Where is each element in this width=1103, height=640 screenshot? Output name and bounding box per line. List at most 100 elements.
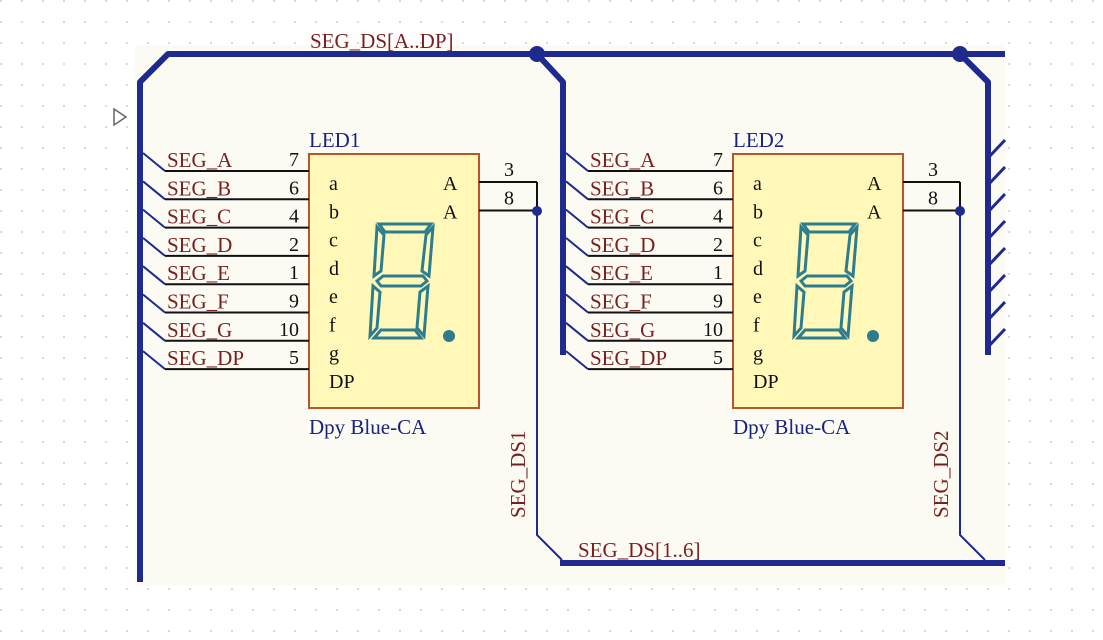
pin-number: 9: [713, 291, 723, 313]
bus-seg-ds-a-dp[interactable]: [137, 51, 1005, 582]
display-segment: [370, 328, 424, 340]
net-label: SEG_C: [167, 205, 231, 229]
pin-name: A: [867, 202, 882, 224]
bus-entry: [565, 237, 589, 257]
digit-net-label: SEG_DS1: [506, 430, 530, 518]
bus-entry: [986, 273, 1007, 295]
net-label: SEG_F: [167, 290, 229, 314]
bus-entry: [565, 350, 589, 370]
net-label: SEG_DP: [590, 346, 667, 370]
bus-entry: [142, 237, 166, 257]
bus-branch-led2[interactable]: [534, 51, 566, 355]
display-segment: [368, 282, 382, 341]
pin-name: f: [329, 315, 336, 337]
pin-name: A: [867, 173, 882, 195]
display-decimal-point: [443, 330, 455, 342]
net-label: SEG_E: [590, 261, 653, 285]
pin-number: 1: [713, 262, 723, 284]
pin-name: g: [753, 343, 763, 365]
pin-name: e: [329, 286, 338, 308]
pin-number: 4: [289, 206, 299, 228]
bus-entry: [986, 138, 1007, 160]
bus-entry: [986, 246, 1007, 268]
net-label: SEG_C: [590, 205, 654, 229]
pin-name: b: [753, 201, 763, 223]
pin-number: 5: [289, 347, 299, 369]
net-label: SEG_A: [167, 148, 233, 172]
component-body[interactable]: [308, 153, 480, 409]
digit-net-label: SEG_DS2: [929, 430, 953, 518]
display-segment: [839, 282, 854, 340]
pin-name: A: [443, 202, 458, 224]
display-segment: [844, 222, 859, 279]
display-segment: [372, 223, 386, 280]
bus-entry: [142, 322, 166, 342]
comment-label: Dpy Blue-CA: [733, 415, 851, 439]
bus-entry: [986, 219, 1007, 241]
pin-number: 5: [713, 347, 723, 369]
bus-label-bottom: SEG_DS[1..6]: [578, 538, 701, 562]
pin-number: 3: [504, 159, 514, 181]
net-label: SEG_B: [167, 176, 231, 200]
bus-entry: [565, 322, 589, 342]
pin-number: 2: [713, 234, 723, 256]
pin-name: f: [753, 315, 760, 337]
bus-junction: [952, 46, 968, 62]
pin-name: e: [753, 286, 762, 308]
pin-number: 10: [279, 319, 299, 341]
display-segment: [415, 282, 430, 340]
pin-name: DP: [753, 371, 779, 393]
designator-label: LED1: [309, 128, 360, 152]
pin-number: 8: [928, 188, 938, 210]
pin-number: 1: [289, 262, 299, 284]
display-segment: [794, 328, 848, 340]
display-segment: [796, 223, 810, 280]
pin-name: a: [753, 173, 762, 195]
bus-entry: [565, 265, 589, 285]
digit-wire[interactable]: [536, 211, 563, 561]
bus-entry: [986, 192, 1007, 214]
pin-number: 3: [928, 159, 938, 181]
pin-number: 8: [504, 188, 514, 210]
pin-number: 10: [703, 319, 723, 341]
bus-entry: [142, 208, 166, 229]
pin-name: a: [329, 173, 338, 195]
pin-number: 9: [289, 291, 299, 313]
bus-entry: [142, 265, 166, 285]
net-label: SEG_D: [590, 233, 655, 257]
net-label: SEG_B: [590, 176, 654, 200]
pin-name: c: [753, 230, 762, 252]
pin-number: 4: [713, 206, 723, 228]
net-label: SEG_G: [167, 318, 232, 342]
pin-name: d: [329, 258, 339, 280]
pin-number: 6: [713, 177, 723, 199]
display-segment: [792, 282, 806, 341]
component-body[interactable]: [732, 153, 904, 409]
bus-entry: [565, 180, 589, 201]
bus-entry: [986, 327, 1007, 349]
bus-entry: [142, 152, 166, 172]
bus-entry: [142, 350, 166, 370]
cursor-arrow-icon: [113, 107, 128, 127]
bus-entry: [565, 208, 589, 229]
bus-entry: [565, 293, 589, 314]
net-label: SEG_G: [590, 318, 655, 342]
pin-name: g: [329, 343, 339, 365]
digit-wire[interactable]: [959, 211, 986, 561]
net-label: SEG_A: [590, 148, 656, 172]
bus-entry: [142, 180, 166, 201]
pin-name: b: [329, 201, 339, 223]
pin-name: A: [443, 173, 458, 195]
pin-number: 2: [289, 234, 299, 256]
display-segment: [798, 274, 854, 288]
bus-entry: [986, 165, 1007, 187]
bus-entry: [986, 300, 1007, 322]
net-label: SEG_F: [590, 290, 652, 314]
display-segment: [420, 222, 435, 279]
pin-name: DP: [329, 371, 355, 393]
display-segment: [374, 274, 430, 288]
